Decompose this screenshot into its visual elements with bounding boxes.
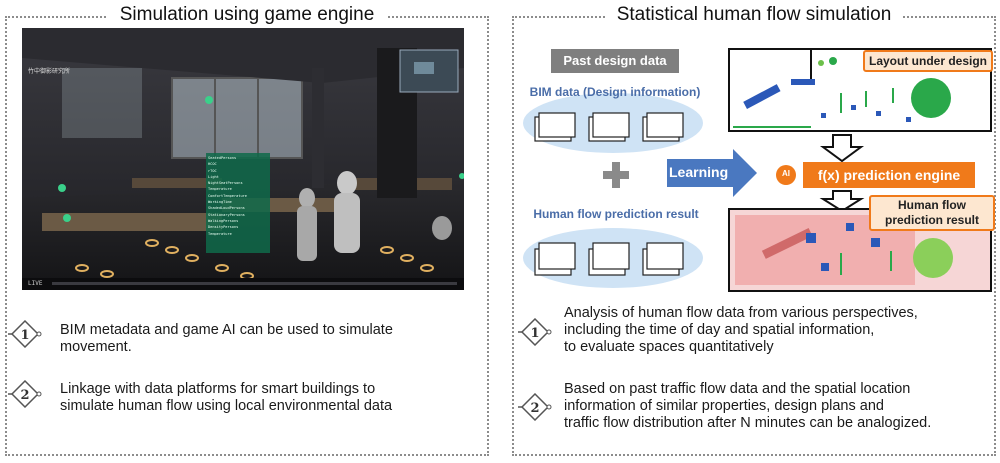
right-item-1: Analysis of human flow data from various… — [564, 305, 918, 356]
past-design-data-box — [551, 49, 679, 73]
stats-line: Temperature — [208, 187, 232, 192]
human-flow-input-label: Human flow prediction result — [533, 207, 699, 221]
right-panel-title: Statistical human flow simulation — [604, 4, 904, 25]
output-label-line2: prediction result — [884, 213, 979, 227]
prediction-diagram: Past design data BIM data (Design inform… — [521, 43, 996, 293]
bim-sheets — [534, 112, 684, 142]
learning-label: Learning — [669, 164, 729, 180]
output-green-area — [913, 238, 953, 278]
down-arrow-1 — [819, 134, 865, 163]
stats-overlay: SeatedPersons HCOC rTOC Light NightSeatP… — [208, 155, 268, 237]
prediction-engine-label: f(x) prediction engine — [817, 167, 961, 183]
badge-number: 1 — [530, 326, 539, 341]
number-badge-4: 2 — [518, 393, 552, 421]
flow-sheets — [534, 242, 684, 276]
right-item-2-line3: traffic flow distribution after N minute… — [564, 415, 932, 431]
stats-line: ShadedLoudPersons — [208, 206, 245, 211]
past-design-data-label: Past design data — [563, 53, 667, 68]
number-badge-1: 1 — [8, 320, 42, 348]
output-label-line1: Human flow — [898, 198, 966, 212]
layout-under-design-label: Layout under design — [863, 50, 993, 72]
stats-line: StationaryPersons — [208, 212, 245, 217]
ai-badge-label: AI — [782, 169, 790, 178]
number-badge-3: 1 — [518, 318, 552, 346]
stats-line: NightSeatPersons — [208, 181, 243, 186]
badge-number: 1 — [20, 328, 29, 343]
left-panel-title-wrap: Simulation using game engine — [7, 4, 487, 26]
left-panel-title: Simulation using game engine — [107, 4, 387, 25]
right-panel-title-wrap: Statistical human flow simulation — [514, 4, 994, 26]
left-item-1: BIM metadata and game AI can be used to … — [60, 322, 393, 356]
stats-line: WalkingPersons — [208, 218, 239, 223]
left-item-2: Linkage with data platforms for smart bu… — [60, 381, 392, 415]
stats-line: DensityPersons — [208, 225, 239, 230]
bim-data-label: BIM data (Design information) — [529, 85, 701, 99]
hud-label: 竹中御影研究所 — [28, 68, 71, 75]
stats-line: Light — [208, 174, 219, 179]
right-item-1-line3: to evaluate spaces quantitatively — [564, 339, 774, 355]
left-panel: Simulation using game engine — [5, 4, 489, 456]
prediction-engine-box — [803, 162, 975, 188]
diagram-graphics — [523, 48, 992, 292]
office-scene — [22, 28, 464, 290]
right-panel: Statistical human flow simulation — [512, 4, 996, 456]
right-item-1-line2: including the time of day and spatial in… — [564, 322, 875, 338]
stats-line: rTOC — [208, 168, 217, 173]
left-item-1-line1: BIM metadata and game AI can be used to … — [60, 322, 393, 338]
number-badge-2: 2 — [8, 380, 42, 408]
stats-line: ComfortTemperature — [208, 193, 247, 198]
right-item-2-line2: information of similar properties, desig… — [564, 398, 884, 414]
badge-number: 2 — [530, 401, 539, 416]
game-engine-screenshot: 竹中御影研究所 LIVE SeatedPersons HCOC rTOC Lig… — [22, 28, 464, 290]
down-arrow-2 — [819, 190, 865, 213]
right-item-2-line1: Based on past traffic flow data and the … — [564, 381, 911, 397]
left-item-2-line2: simulate human flow using local environm… — [60, 398, 393, 414]
hud-status: LIVE — [28, 280, 43, 287]
left-item-1-line2: movement. — [60, 339, 132, 355]
stats-line: HCOC — [208, 162, 217, 167]
badge-number: 2 — [20, 388, 29, 403]
learning-arrow — [667, 149, 757, 197]
stats-line: SeatedPersons — [208, 156, 237, 160]
ai-icon — [776, 165, 796, 185]
left-item-2-line1: Linkage with data platforms for smart bu… — [60, 381, 376, 397]
right-item-2: Based on past traffic flow data and the … — [564, 381, 931, 432]
plus-vertical — [612, 162, 620, 188]
stats-line: Temperature — [208, 231, 232, 236]
output-label: Human flow prediction result — [869, 195, 995, 231]
right-item-1-line1: Analysis of human flow data from various… — [564, 305, 918, 321]
stats-line: WorkingTime — [208, 200, 232, 205]
